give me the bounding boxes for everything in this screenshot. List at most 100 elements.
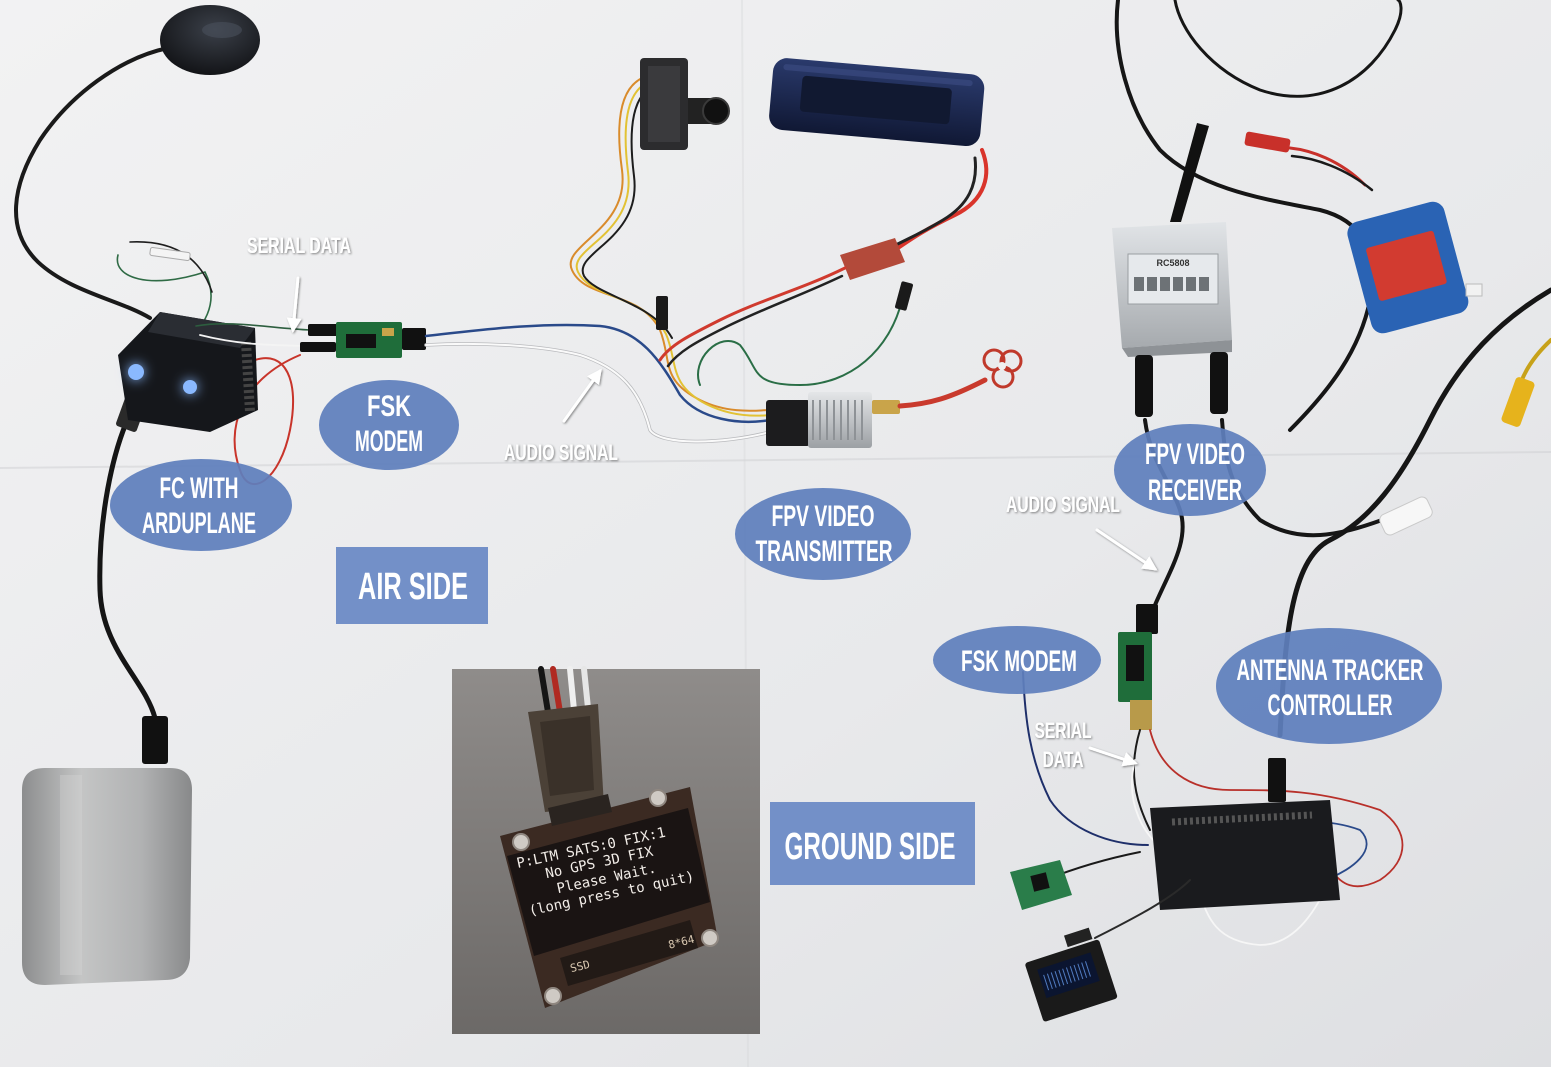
flight-controller-callout: FC WITH ARDUPLANE	[110, 459, 292, 551]
rx-case-bottom	[1122, 340, 1232, 357]
annotation-labels: SERIAL DATA AUDIO SIGNAL AUDIO SIGNAL SE…	[247, 233, 1158, 772]
air-modem-component	[382, 328, 394, 336]
power-red-wire	[658, 266, 847, 362]
battery-shine	[783, 64, 973, 87]
fc-top-wires	[116, 241, 213, 333]
flight-controller-line1: FC WITH	[160, 472, 239, 505]
vtx-antenna-cable	[897, 377, 988, 409]
power-bank	[22, 768, 192, 985]
modem-to-tx-blue-wire	[424, 323, 772, 423]
rx-cable-loop-1	[1114, 0, 1375, 432]
air-fsk-modem-callout: FSK MODEM	[319, 380, 459, 470]
inset-mount-hole-3	[701, 929, 719, 947]
air-side-section: AIR SIDE	[336, 547, 488, 624]
antenna-tracker-bubble	[1216, 628, 1442, 744]
air-modem-connector-2	[300, 342, 336, 352]
ground-fc-usb	[1268, 758, 1286, 802]
oled-wires	[1094, 879, 1191, 939]
flight-controller-line2: ARDUPLANE	[142, 507, 256, 540]
ground-audio-signal-label: AUDIO SIGNAL	[1006, 492, 1120, 517]
camera-signal-connector	[656, 296, 668, 330]
video-receiver-bubble	[1114, 424, 1266, 516]
green-wire-connector	[895, 281, 913, 311]
antenna-tracker-line1: ANTENNA TRACKER	[1237, 654, 1424, 687]
gps-puck	[160, 5, 260, 75]
ground-oled-header	[1064, 927, 1093, 948]
power-bank-body	[22, 768, 192, 985]
usb-plug-powerbank	[142, 716, 168, 764]
inset-wire-black	[538, 666, 551, 715]
fc-led-blue-1	[128, 364, 144, 380]
battery-connector	[840, 238, 905, 280]
inset-mount-hole-4	[544, 987, 562, 1005]
air-audio-signal-label: AUDIO SIGNAL	[504, 440, 618, 465]
ground-fc-case	[1150, 800, 1340, 910]
ground-serial-label-line1: SERIAL	[1035, 718, 1092, 743]
ground-fsk-modem-text: FSK MODEM	[961, 645, 1077, 678]
ground-side-section: GROUND SIDE	[770, 802, 975, 885]
camera-lens	[702, 97, 730, 125]
video-transmitter-line1: FPV VIDEO	[772, 500, 875, 533]
inset-oled-screen	[507, 808, 710, 956]
tracker-usb-cable	[1277, 287, 1551, 738]
ground-serial-label-line2: DATA	[1043, 747, 1084, 772]
inset-wire-red	[550, 666, 563, 715]
ground-audio-signal-arrow	[1095, 528, 1158, 571]
camera-wire-yellow	[575, 79, 771, 417]
air-side-title: AIR SIDE	[358, 566, 468, 608]
air-modem-chip	[346, 334, 376, 348]
antenna-tracker-callout: ANTENNA TRACKER CONTROLLER	[1216, 628, 1442, 744]
ground-modem-connector	[1136, 604, 1158, 634]
inset-board-marking-left: SSD	[569, 958, 591, 975]
air-serial-data-label: SERIAL DATA	[247, 233, 351, 258]
air-modem-connector-1	[308, 324, 340, 336]
rx-antenna	[1170, 123, 1209, 222]
lipo-battery-air	[658, 58, 989, 368]
video-receiver-callout: FPV VIDEO RECEIVER	[1114, 424, 1266, 516]
inset-mount-hole-2	[649, 789, 667, 807]
gps-puck-highlight	[202, 22, 242, 38]
ground-oled-display	[1025, 927, 1118, 1022]
ground-fsk-modem-board	[1118, 604, 1158, 730]
power-bank-highlight	[60, 775, 82, 975]
power-black-wire	[666, 274, 844, 368]
video-transmitter-callout: FPV VIDEO TRANSMITTER	[735, 488, 911, 580]
ground-modem-chip	[1126, 645, 1144, 681]
battery-black-lead	[888, 156, 978, 250]
ground-red-wire	[1149, 729, 1404, 888]
audio-wire-white	[425, 342, 771, 443]
fc-to-modem-wire-white	[199, 334, 306, 347]
air-fsk-modem-board	[300, 322, 426, 358]
video-transmitter-line2: TRANSMITTER	[756, 535, 893, 568]
vtx-sma-connector	[872, 400, 900, 414]
inset-oled-ribbon	[560, 920, 698, 986]
ground-gps-board	[1010, 860, 1072, 910]
vtx-plug	[766, 400, 810, 446]
inset-wire-white-1	[567, 666, 577, 713]
air-fsk-modem-line2: MODEM	[355, 425, 423, 458]
inset-connector-slot	[540, 716, 594, 796]
paper-crease-horizontal	[0, 451, 1551, 469]
gps-cable	[14, 46, 170, 320]
antenna-tracker-line2: CONTROLLER	[1268, 689, 1393, 722]
battery-label	[799, 75, 952, 125]
inset-mount-hole-1	[512, 833, 530, 851]
air-serial-data-arrow	[286, 276, 302, 333]
inset-wire-white-2	[581, 666, 591, 711]
video-receiver-line1: FPV VIDEO	[1145, 438, 1245, 471]
flight-controller	[118, 312, 258, 432]
air-fsk-modem-line1: FSK	[367, 390, 411, 423]
rx-battery-balance-plug	[1465, 283, 1483, 297]
usb-cable-air	[97, 407, 158, 721]
ground-oled-text-rows	[1043, 960, 1094, 991]
video-receiver: RC5808	[1112, 123, 1232, 417]
battery-red-lead	[893, 148, 989, 252]
antenna-hub	[998, 362, 1006, 370]
inset-pin-header	[548, 794, 612, 826]
ground-blue-wire	[1022, 671, 1149, 846]
fc-wire-connector	[149, 247, 191, 261]
ground-modem-pins	[1130, 700, 1152, 730]
rx-battery-label	[1366, 230, 1447, 301]
fc-green-wire	[116, 254, 212, 333]
